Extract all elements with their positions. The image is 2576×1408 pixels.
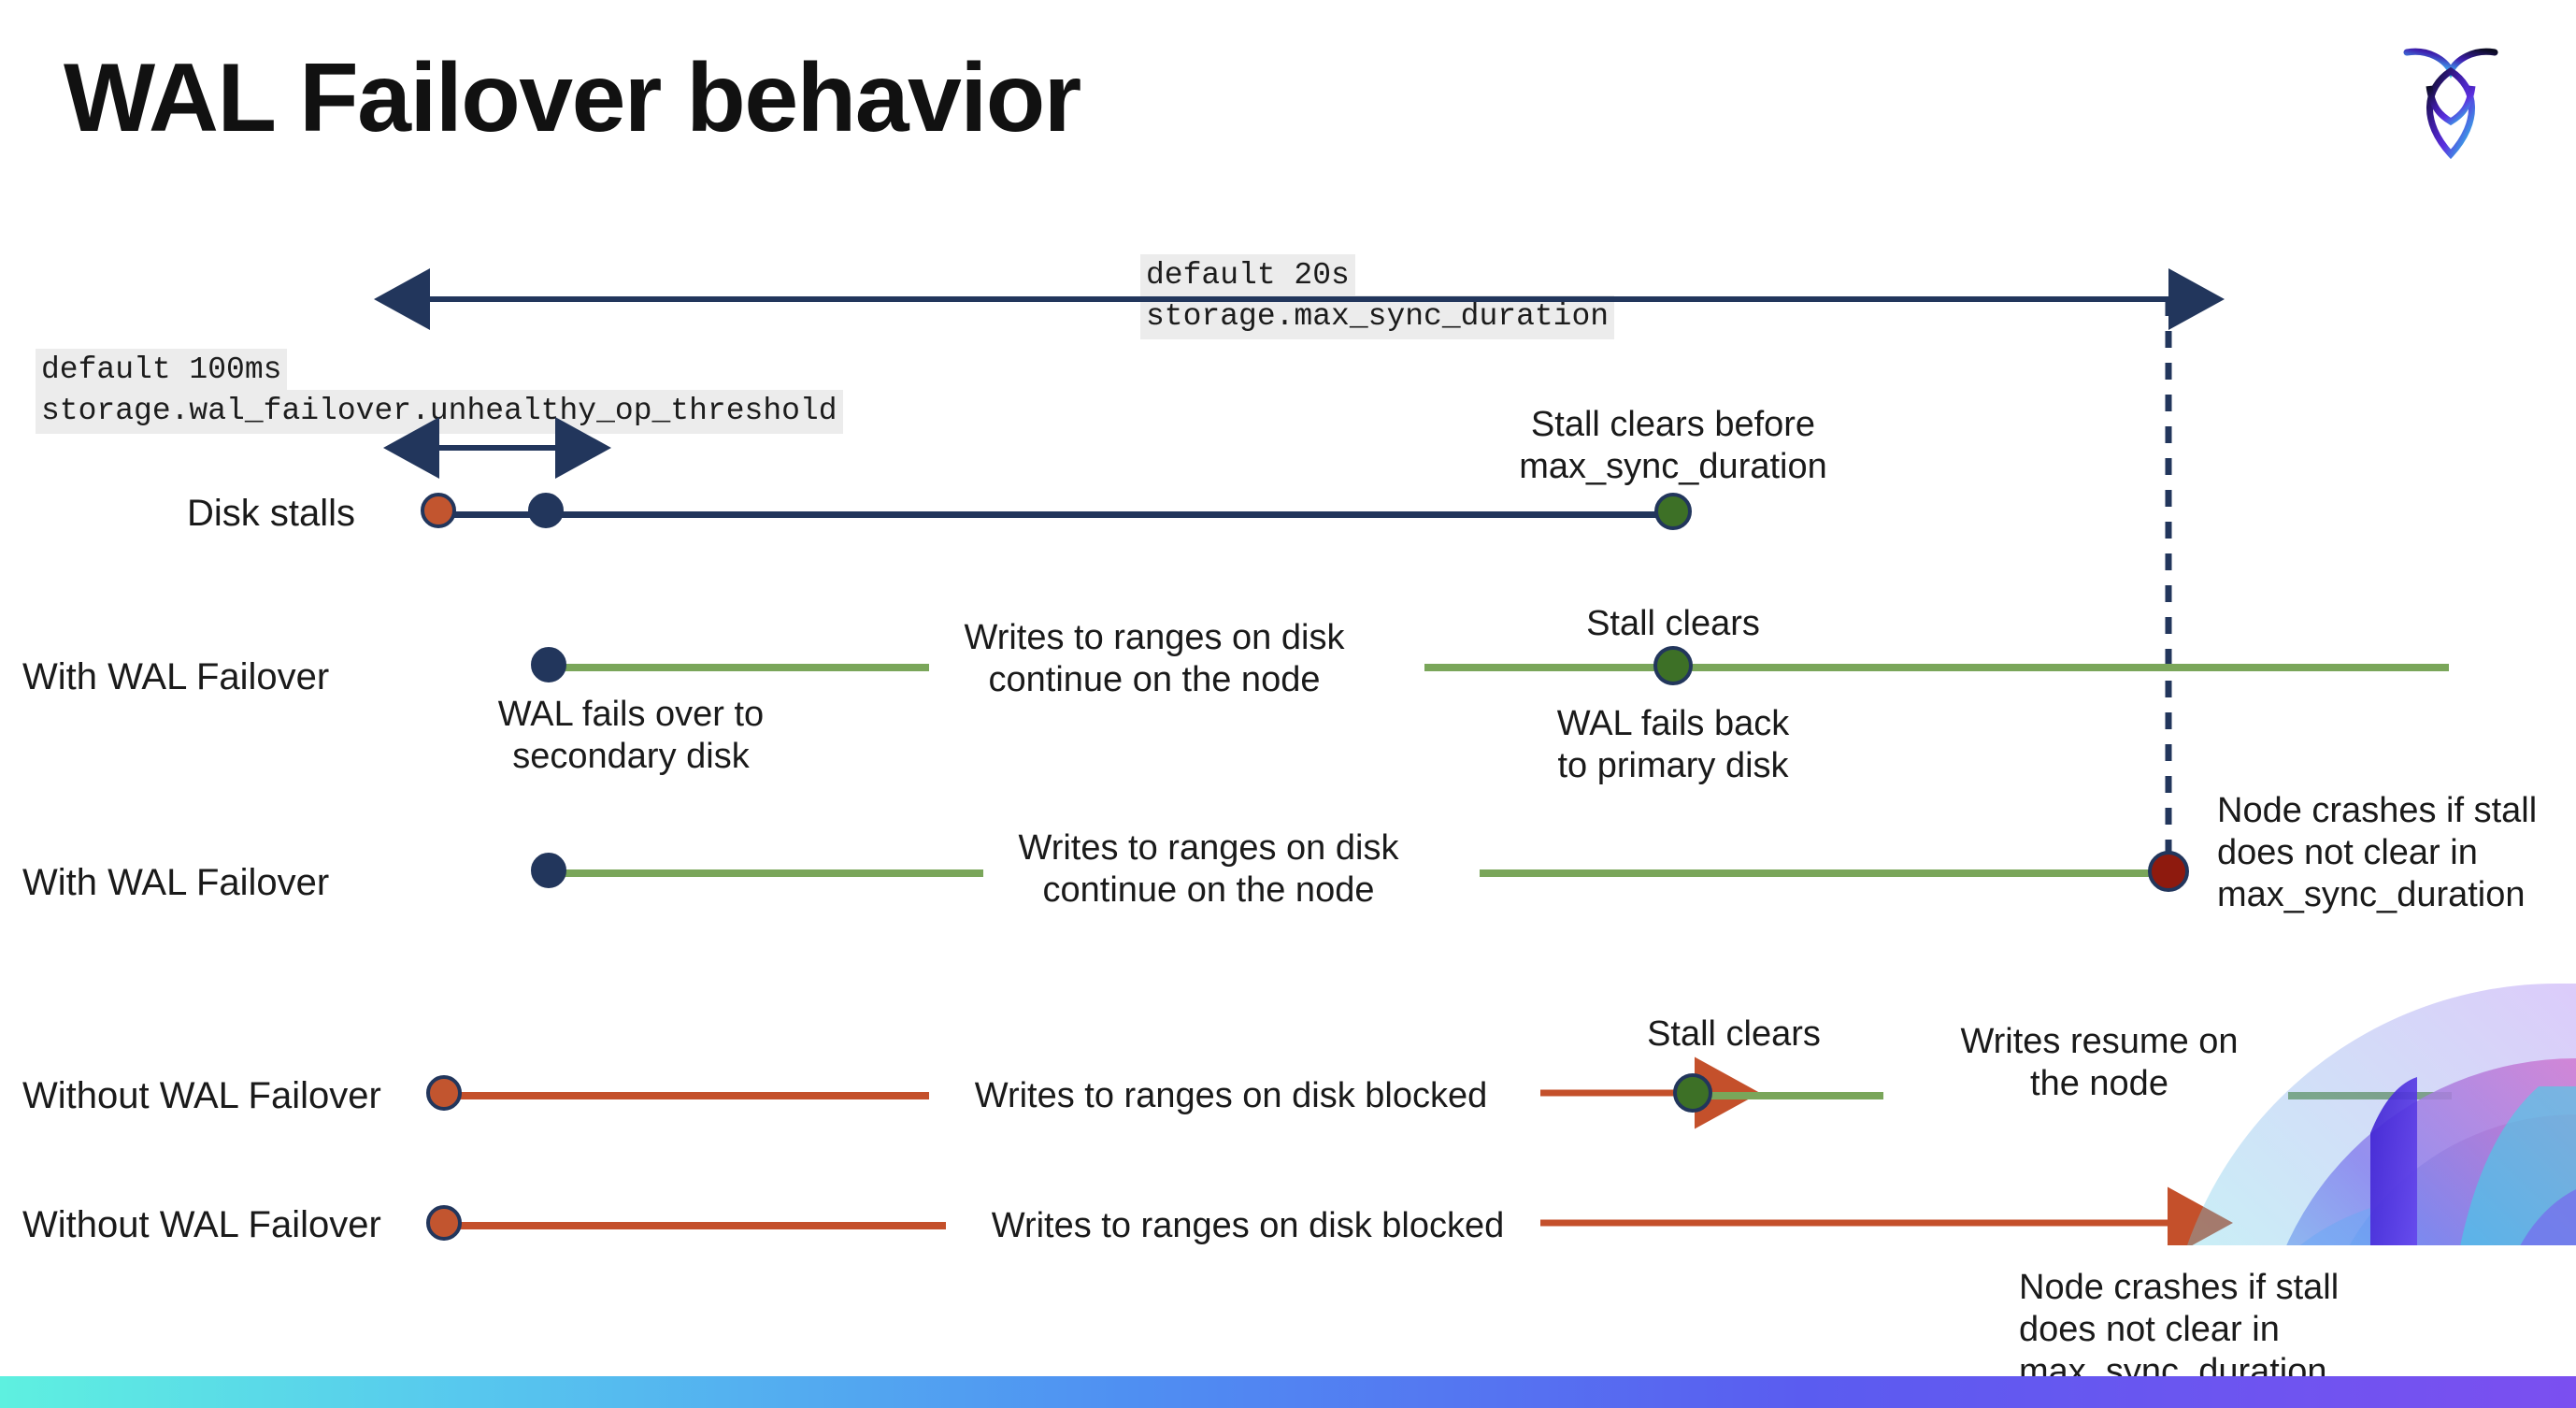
unhealthy-op-threshold-default-chip: default 100ms bbox=[36, 349, 288, 393]
disk-stalls-start-dot bbox=[421, 493, 456, 528]
with-wal-failover-clears-note-end: WAL fails back to primary disk bbox=[1556, 704, 1790, 785]
with-wal-failover-clears-line-left bbox=[557, 664, 929, 671]
row-label-without-wal-failover-clears: Without WAL Failover bbox=[22, 1075, 381, 1116]
with-wal-failover-crash-line-right bbox=[1480, 869, 2167, 877]
with-wal-failover-crash-line-left bbox=[557, 869, 983, 877]
disk-stalls-clear-dot bbox=[1654, 493, 1692, 530]
with-wal-failover-clears-start-dot bbox=[531, 647, 566, 682]
disk-stalls-failover-dot bbox=[528, 493, 564, 528]
without-wal-failover-clears-start-dot bbox=[426, 1075, 462, 1111]
with-wal-failover-clears-note-start: WAL fails over to secondary disk bbox=[497, 695, 765, 776]
row-label-without-wal-failover-crash: Without WAL Failover bbox=[22, 1204, 381, 1245]
with-wal-failover-crash-start-dot bbox=[531, 853, 566, 888]
without-wal-failover-clears-line-mid bbox=[1710, 1092, 1883, 1099]
without-wal-failover-clears-line-right bbox=[2288, 1092, 2452, 1099]
row-label-with-wal-failover-clears: With WAL Failover bbox=[22, 656, 330, 697]
unhealthy-op-threshold-setting-chip: storage.wal_failover.unhealthy_op_thresh… bbox=[36, 390, 843, 434]
max-sync-duration-drop-line bbox=[2165, 299, 2172, 877]
without-wal-failover-crash-arrow bbox=[1540, 1186, 2233, 1259]
with-wal-failover-clears-note-event: Stall clears bbox=[1586, 604, 1760, 643]
with-wal-failover-clears-note-middle: Writes to ranges on disk continue on the… bbox=[964, 618, 1345, 699]
without-wal-failover-crash-start-dot bbox=[426, 1205, 462, 1241]
with-wal-failover-crash-crash-dot bbox=[2148, 851, 2189, 892]
unhealthy-op-threshold-span-arrow bbox=[383, 417, 611, 479]
without-wal-failover-clears-line-left bbox=[460, 1092, 929, 1099]
cockroachdb-logo-icon bbox=[2403, 48, 2498, 160]
bottom-gradient-bar bbox=[0, 1376, 2576, 1408]
row-label-with-wal-failover-crash: With WAL Failover bbox=[22, 862, 330, 903]
without-wal-failover-clears-note-end: Writes resume on the node bbox=[1960, 1022, 2239, 1103]
with-wal-failover-clears-line-right bbox=[1424, 664, 2449, 671]
with-wal-failover-crash-note-end: Node crashes if stall does not clear in … bbox=[2217, 791, 2538, 914]
without-wal-failover-clears-note-middle: Writes to ranges on disk blocked bbox=[974, 1076, 1488, 1115]
without-wal-failover-crash-note-middle: Writes to ranges on disk blocked bbox=[991, 1206, 1505, 1245]
row-label-disk-stalls: Disk stalls bbox=[186, 493, 355, 534]
without-wal-failover-crash-line-left bbox=[460, 1222, 946, 1229]
disk-stalls-annotation: Stall clears before max_sync_duration bbox=[1519, 405, 1827, 486]
without-wal-failover-clears-clear-dot bbox=[1673, 1073, 1712, 1113]
without-wal-failover-clears-note-event: Stall clears bbox=[1647, 1014, 1821, 1054]
without-wal-failover-crash-note-end: Node crashes if stall does not clear in … bbox=[2019, 1268, 2340, 1391]
page-title: WAL Failover behavior bbox=[64, 44, 1081, 152]
max-sync-duration-span-arrow bbox=[374, 268, 2225, 330]
disk-stalls-timeline bbox=[437, 511, 1671, 518]
with-wal-failover-crash-note-middle: Writes to ranges on disk continue on the… bbox=[1018, 828, 1399, 910]
with-wal-failover-clears-clear-dot bbox=[1653, 646, 1693, 685]
